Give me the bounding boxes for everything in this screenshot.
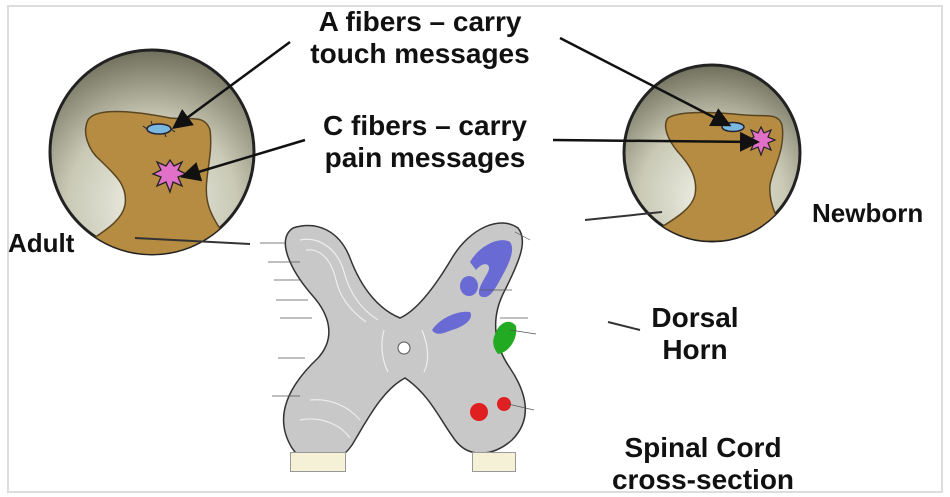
red-ventral-dot bbox=[470, 403, 488, 421]
ventral-label-box bbox=[472, 452, 516, 472]
dorsal-horn-line-2: Horn bbox=[640, 334, 750, 366]
newborn-label: Newborn bbox=[812, 198, 923, 228]
adult-skin-circle bbox=[50, 50, 254, 260]
c-fibers-label: C fibers – carry pain messages bbox=[305, 110, 545, 174]
dorsal-horn-label: Dorsal Horn bbox=[640, 302, 750, 366]
dorsal-horn-connector-line bbox=[608, 322, 640, 330]
dorsal-label-box bbox=[290, 452, 346, 472]
green-intermediolateral-region bbox=[493, 322, 516, 354]
central-canal bbox=[398, 342, 410, 354]
a-fibers-line-1: A fibers – carry bbox=[300, 6, 540, 38]
adult-label: Adult bbox=[8, 228, 74, 258]
c-fibers-line-2: pain messages bbox=[305, 142, 545, 174]
dorsal-horn-line-1: Dorsal bbox=[640, 302, 750, 334]
spinal-cord-line-1: Spinal Cord bbox=[598, 432, 808, 464]
newborn-skin-circle bbox=[624, 65, 800, 242]
a-fibers-line-2: touch messages bbox=[300, 38, 540, 70]
spinal-cord-cross-section bbox=[284, 223, 526, 463]
c-fibers-line-1: C fibers – carry bbox=[305, 110, 545, 142]
purple-substantia-gelatinosa bbox=[460, 276, 478, 296]
spinal-cord-line-2: cross-section bbox=[598, 464, 808, 496]
a-fibers-label: A fibers – carry touch messages bbox=[300, 6, 540, 70]
spinal-cord-label: Spinal Cord cross-section bbox=[598, 432, 808, 496]
